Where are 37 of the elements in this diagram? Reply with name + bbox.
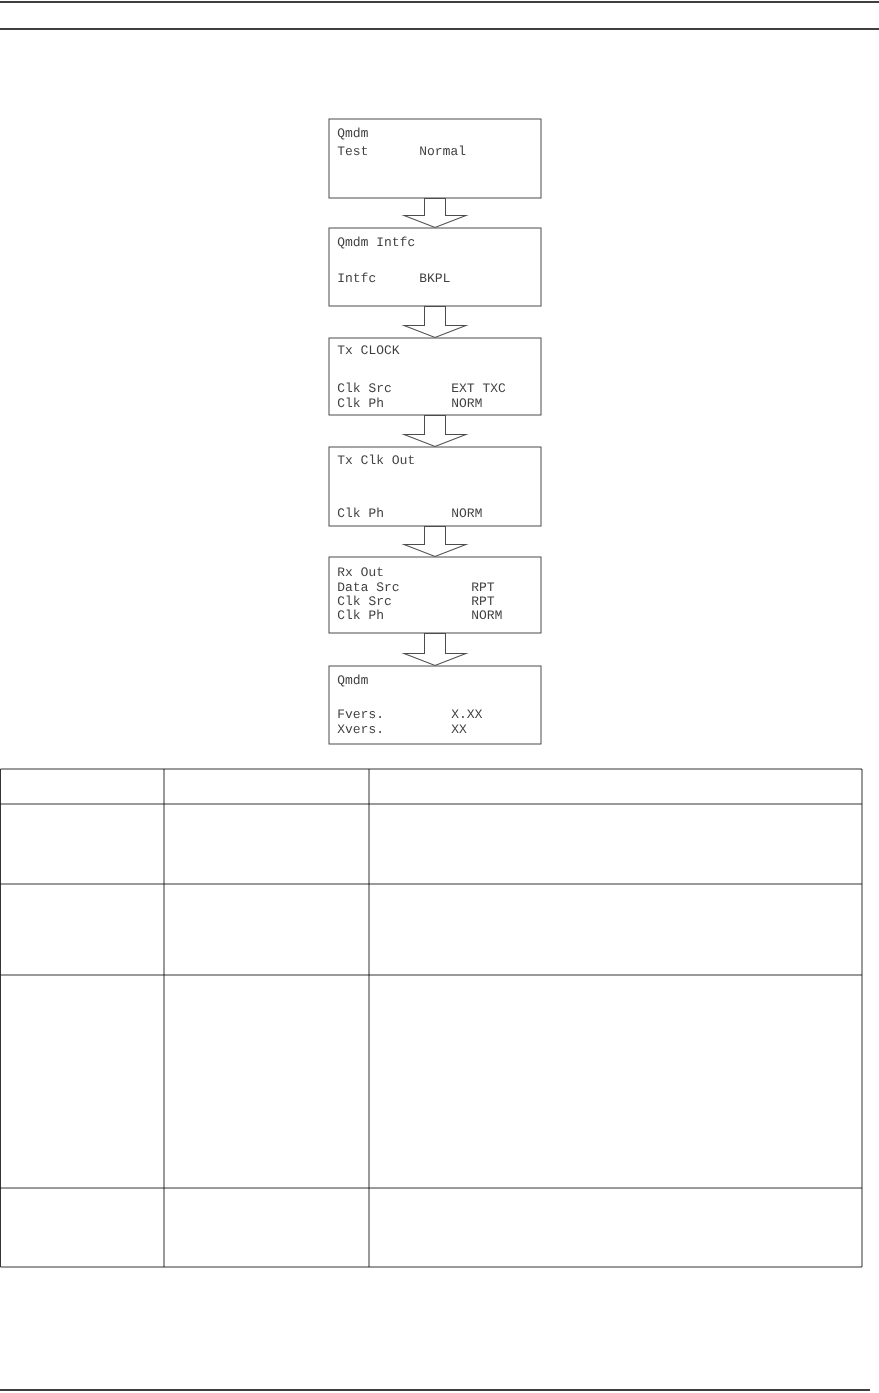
lcd-screen (328, 665, 542, 745)
screen-text: Qmdm Intfc (337, 236, 415, 249)
screen-text: Qmdm (337, 127, 368, 140)
block-arrow (403, 306, 467, 338)
screen-text: Rx Out (338, 567, 383, 577)
block-arrow (403, 198, 467, 228)
screen-text: NORM (452, 398, 482, 408)
lcd-screen (328, 446, 542, 527)
screen-text: EXT TXC (452, 383, 506, 393)
screen-text: X.XX (451, 709, 483, 718)
screen-text: Clk Ph (337, 507, 383, 518)
screen-text: Clk Src (337, 595, 391, 606)
screen-text: Xvers. (337, 724, 381, 734)
screen-text: Clk Src (337, 382, 391, 393)
screen-text: Clk Ph (337, 397, 383, 408)
screen-text: RPT (472, 582, 495, 591)
lcd-screen (328, 227, 542, 307)
lcd-screen (328, 556, 542, 634)
lcd-screen (328, 337, 542, 416)
screen-text: Tx CLOCK (337, 345, 400, 355)
screen-text: BKPL (420, 273, 450, 282)
lcd-screen (328, 118, 542, 199)
screen-text: NORM (452, 508, 482, 518)
screen-text: Fvers. (338, 709, 381, 719)
screen-text: Qmdm (337, 674, 368, 687)
screen-text: NORM (472, 610, 502, 620)
screen-text: Tx Clk Out (337, 454, 414, 465)
block-arrow (403, 526, 467, 557)
screen-text: RPT (472, 596, 495, 605)
screen-text: Test (337, 146, 368, 156)
block-arrow (403, 415, 467, 447)
screen-text: Intfc (338, 272, 376, 283)
screen-text: Clk Ph (337, 609, 383, 620)
screen-text: XX (451, 724, 467, 733)
screen-text: Normal (420, 145, 466, 156)
block-arrow (403, 633, 467, 666)
screen-text: Data Src (338, 582, 399, 592)
